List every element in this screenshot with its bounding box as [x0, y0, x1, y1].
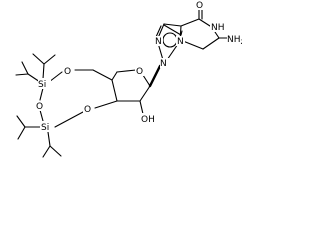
o3-oxygen-label: O	[84, 105, 91, 115]
amino-subscript: 2	[241, 39, 243, 46]
carbonyl-oxygen-label: O	[196, 1, 203, 11]
glycosidic-n-label: N	[160, 59, 167, 69]
upper-silicon-label: Si	[38, 80, 46, 90]
imidazole-n-label: N	[155, 37, 162, 47]
siloxane-oxygen-label: O	[36, 102, 43, 112]
ring-nh-label: NH	[211, 23, 225, 33]
hydroxyl-label: OH	[141, 115, 155, 125]
ribose-ring-oxygen-label: O	[136, 67, 143, 77]
atom-label-layer: O NH NH2 N N N O OH O O O Si Si	[36, 0, 242, 133]
chemical-structure: O NH NH2 N N N O OH O O O Si Si	[15, 0, 242, 158]
amino-label: NH2	[227, 35, 242, 46]
o5-oxygen-label: O	[64, 67, 71, 77]
lower-silicon-label: Si	[41, 123, 49, 133]
pyrimidine-n-label: N	[177, 37, 184, 47]
amino-nh-label: NH	[227, 35, 241, 45]
bond-layer	[15, 6, 228, 158]
